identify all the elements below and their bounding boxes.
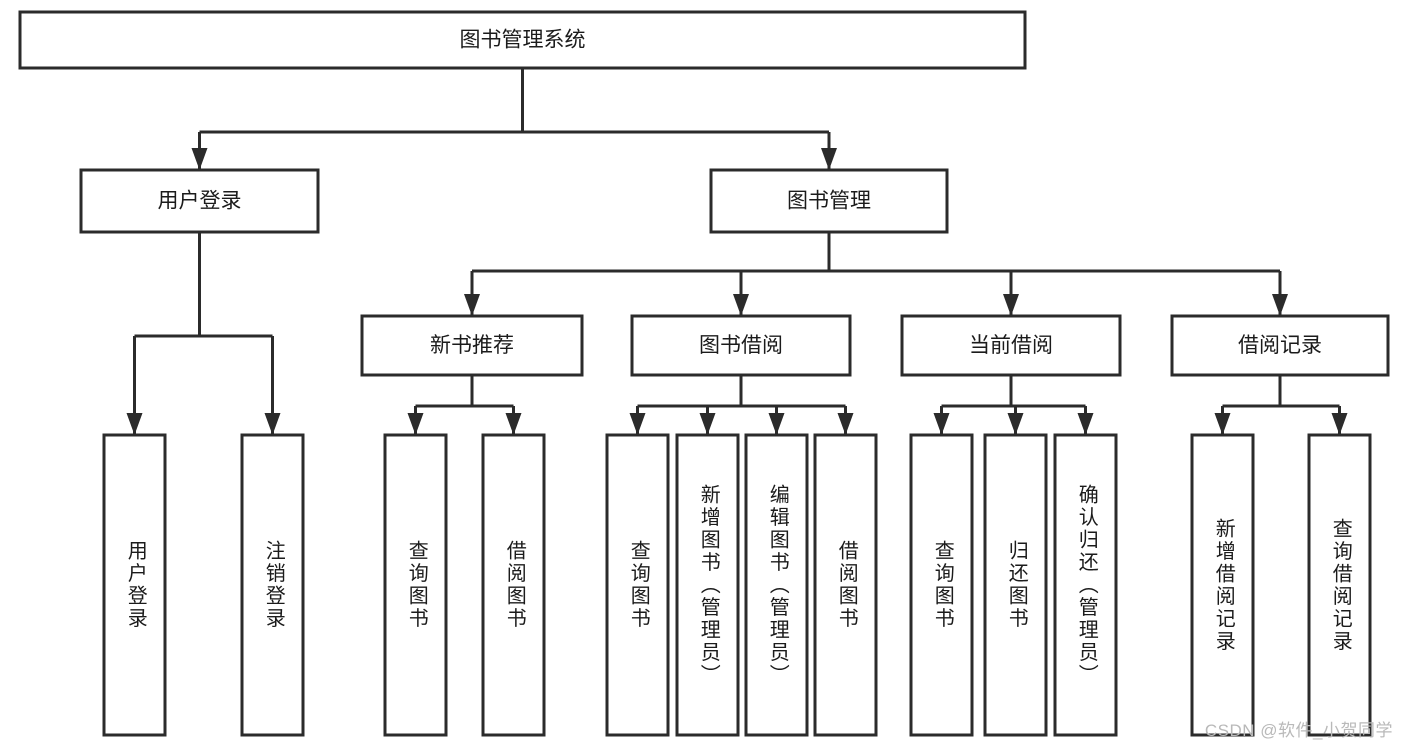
node-box-root[interactable]: [18, 10, 1027, 70]
node-box-leaf-return-book[interactable]: [983, 433, 1048, 737]
nodes-layer: [18, 10, 1390, 737]
node-box-leaf-query-book-2[interactable]: [605, 433, 670, 737]
node-box-book-borrow[interactable]: [630, 314, 852, 377]
node-label-current-borrow: 当前借阅: [969, 334, 1053, 357]
arrow-head-icon: [1214, 413, 1231, 435]
node-label-root: 图书管理系统: [460, 29, 586, 52]
arrow-head-icon: [933, 413, 950, 435]
arrow-head-icon: [1007, 413, 1024, 435]
arrow-head-icon: [1077, 413, 1094, 435]
arrow-head-icon: [1003, 294, 1019, 316]
node-box-new-book-recommend[interactable]: [360, 314, 584, 377]
watermark-text: CSDN @软件_小贺同学: [1204, 721, 1393, 740]
arrow-head-icon: [1272, 294, 1288, 316]
node-box-leaf-borrow-book-1[interactable]: [481, 433, 546, 737]
arrow-head-icon: [191, 148, 208, 170]
node-box-borrow-record[interactable]: [1170, 314, 1390, 377]
node-label-book-manage: 图书管理: [787, 190, 871, 213]
node-box-book-manage[interactable]: [709, 168, 949, 234]
arrow-head-icon: [407, 413, 424, 435]
arrow-head-icon: [837, 413, 854, 435]
arrow-head-icon: [768, 413, 785, 435]
node-box-leaf-add-record[interactable]: [1190, 433, 1255, 737]
arrow-head-icon: [1331, 413, 1348, 435]
arrow-head-icon: [505, 413, 522, 435]
node-box-leaf-add-book[interactable]: [675, 433, 740, 737]
arrow-head-icon: [821, 148, 837, 170]
node-label-user-login: 用户登录: [158, 190, 242, 213]
node-box-leaf-query-book-1[interactable]: [383, 433, 448, 737]
node-box-leaf-user-logout[interactable]: [240, 433, 305, 737]
node-box-leaf-confirm-return[interactable]: [1053, 433, 1118, 737]
node-box-current-borrow[interactable]: [900, 314, 1122, 377]
edges-layer: [126, 68, 1348, 435]
arrow-head-icon: [464, 294, 480, 316]
node-box-leaf-user-login[interactable]: [102, 433, 167, 737]
node-box-leaf-query-record[interactable]: [1307, 433, 1372, 737]
arrow-head-icon: [264, 413, 281, 435]
node-label-borrow-record: 借阅记录: [1238, 334, 1322, 357]
arrow-head-icon: [629, 413, 646, 435]
arrow-head-icon: [126, 413, 143, 435]
node-box-leaf-edit-book[interactable]: [744, 433, 809, 737]
arrow-head-icon: [699, 413, 716, 435]
arrow-head-icon: [733, 294, 749, 316]
node-box-leaf-borrow-book-2[interactable]: [813, 433, 878, 737]
node-label-book-borrow: 图书借阅: [699, 334, 783, 357]
node-box-user-login[interactable]: [79, 168, 320, 234]
node-label-new-book-recommend: 新书推荐: [430, 334, 514, 357]
node-box-leaf-query-book-3[interactable]: [909, 433, 974, 737]
